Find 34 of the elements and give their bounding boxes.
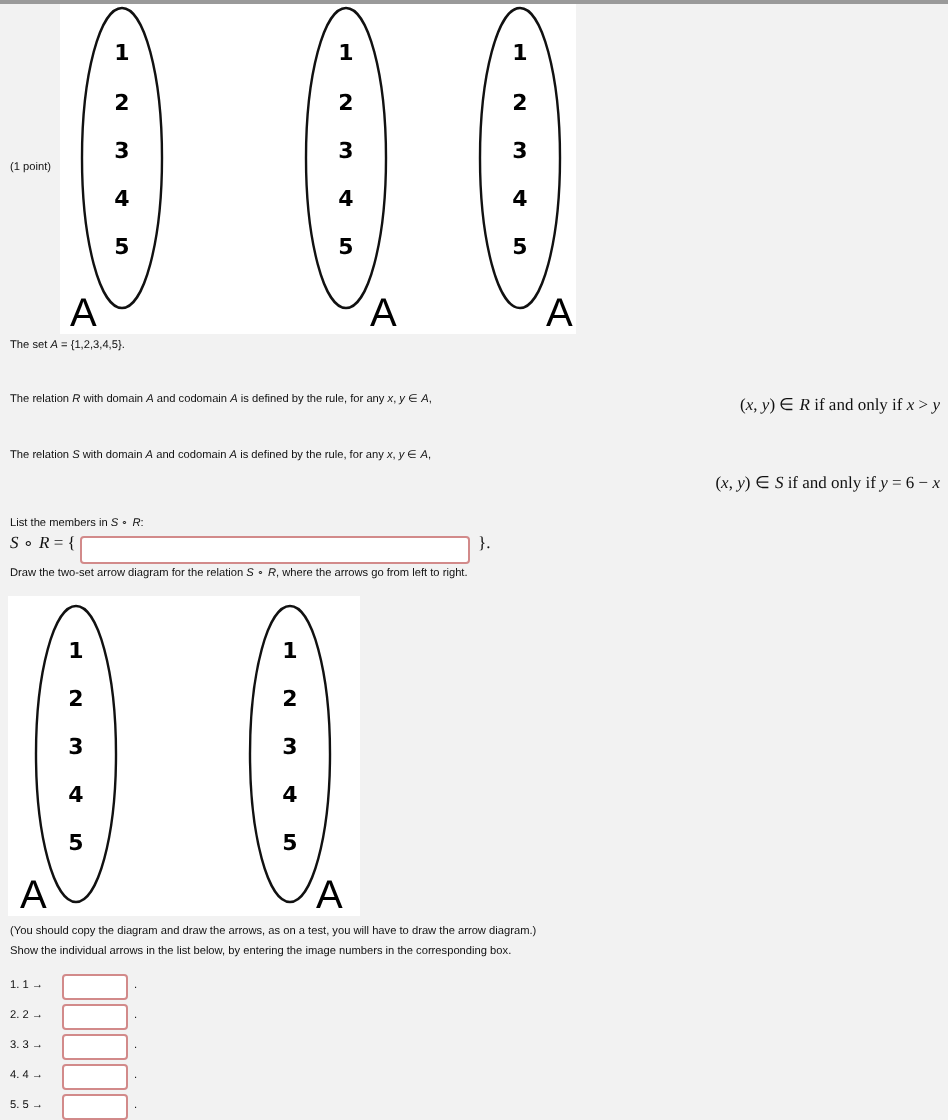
question-text: (x, y) ∈ S if and only if y = 6 − x	[715, 472, 940, 492]
set-name: A	[70, 292, 97, 338]
question-text: (x, y) ∈ R if and only if x > y	[740, 394, 940, 414]
set-element: 3	[112, 137, 132, 164]
set-element: 5	[510, 234, 530, 261]
set-name: A	[20, 874, 47, 920]
set-element: 3	[510, 137, 530, 164]
set-element: 5	[336, 234, 356, 261]
set-element: 2	[510, 89, 530, 116]
question-text: S ∘ R = {	[10, 532, 76, 552]
set-element: 2	[336, 89, 356, 116]
set-element: 5	[66, 830, 86, 856]
set-element: 1	[280, 638, 300, 664]
set-element: 4	[336, 186, 356, 213]
set-element: 3	[280, 734, 300, 760]
set-element: 1	[66, 638, 86, 664]
set-element: 1	[112, 40, 132, 67]
set-element: 3	[66, 734, 86, 760]
set-element: 3	[336, 137, 356, 164]
set-element: 2	[280, 686, 300, 712]
set-element: 5	[112, 234, 132, 261]
set-element: 4	[510, 186, 530, 213]
set-element: 4	[280, 782, 300, 808]
set-element: 2	[112, 89, 132, 116]
set-element: 1	[510, 40, 530, 67]
question-text: }.	[478, 532, 491, 552]
set-name: A	[316, 874, 343, 920]
set-element: 1	[336, 40, 356, 67]
set-name: A	[370, 292, 397, 338]
set-element: 4	[66, 782, 86, 808]
set-name: A	[546, 292, 573, 338]
set-element: 4	[112, 186, 132, 213]
set-element: 5	[280, 830, 300, 856]
set-element: 2	[66, 686, 86, 712]
